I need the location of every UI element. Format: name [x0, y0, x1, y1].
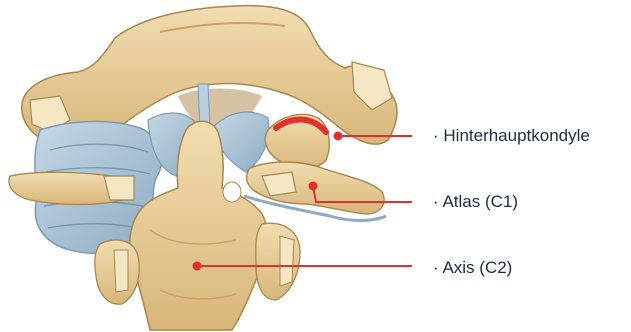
label-axis: · Axis (C2)	[433, 258, 512, 278]
label-hinterhauptkondyle: · Hinterhauptkondyle	[433, 126, 590, 146]
label-atlas: · Atlas (C1)	[433, 192, 518, 212]
vertebral-foramen	[223, 182, 241, 202]
axis-right-cut	[280, 236, 294, 286]
axis-left-cut	[114, 250, 128, 292]
left-atlas-cut	[104, 176, 134, 200]
